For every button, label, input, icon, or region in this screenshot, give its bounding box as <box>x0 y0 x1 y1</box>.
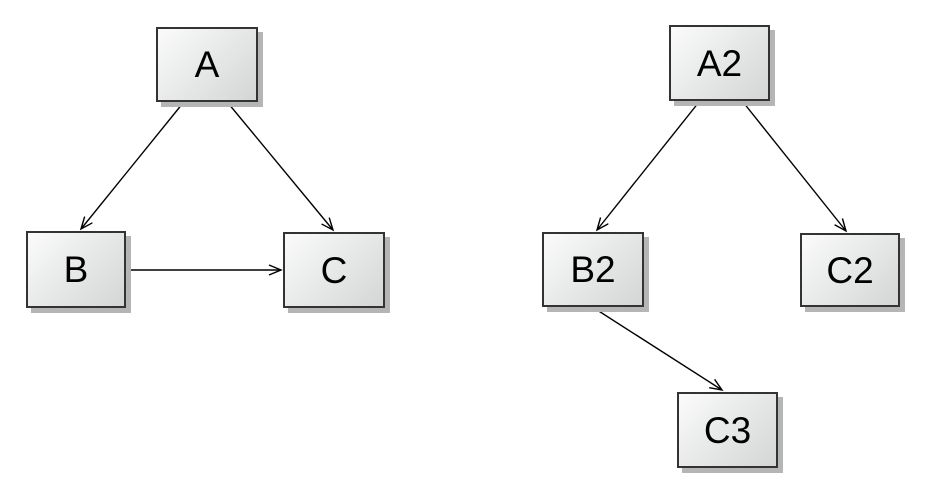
edge-A-B <box>81 102 184 229</box>
edge-A-C <box>227 102 333 230</box>
node-label-A: A <box>194 44 220 85</box>
node-label-C3: C3 <box>703 409 752 451</box>
node-C: C <box>283 232 385 308</box>
node-C2: C2 <box>800 233 900 307</box>
edge-B2-C3 <box>593 307 722 390</box>
node-A: A <box>156 27 258 102</box>
node-B2: B2 <box>542 232 644 307</box>
node-label-C: C <box>320 249 348 291</box>
edge-A2-C2 <box>742 101 846 231</box>
node-C3: C3 <box>677 392 778 468</box>
node-A2: A2 <box>669 25 770 101</box>
edge-A2-B2 <box>597 101 700 230</box>
node-label-C2: C2 <box>826 249 874 291</box>
node-label-B2: B2 <box>570 249 616 290</box>
node-label-A2: A2 <box>696 42 743 84</box>
node-B: B <box>26 231 126 308</box>
node-label-B: B <box>63 249 89 290</box>
